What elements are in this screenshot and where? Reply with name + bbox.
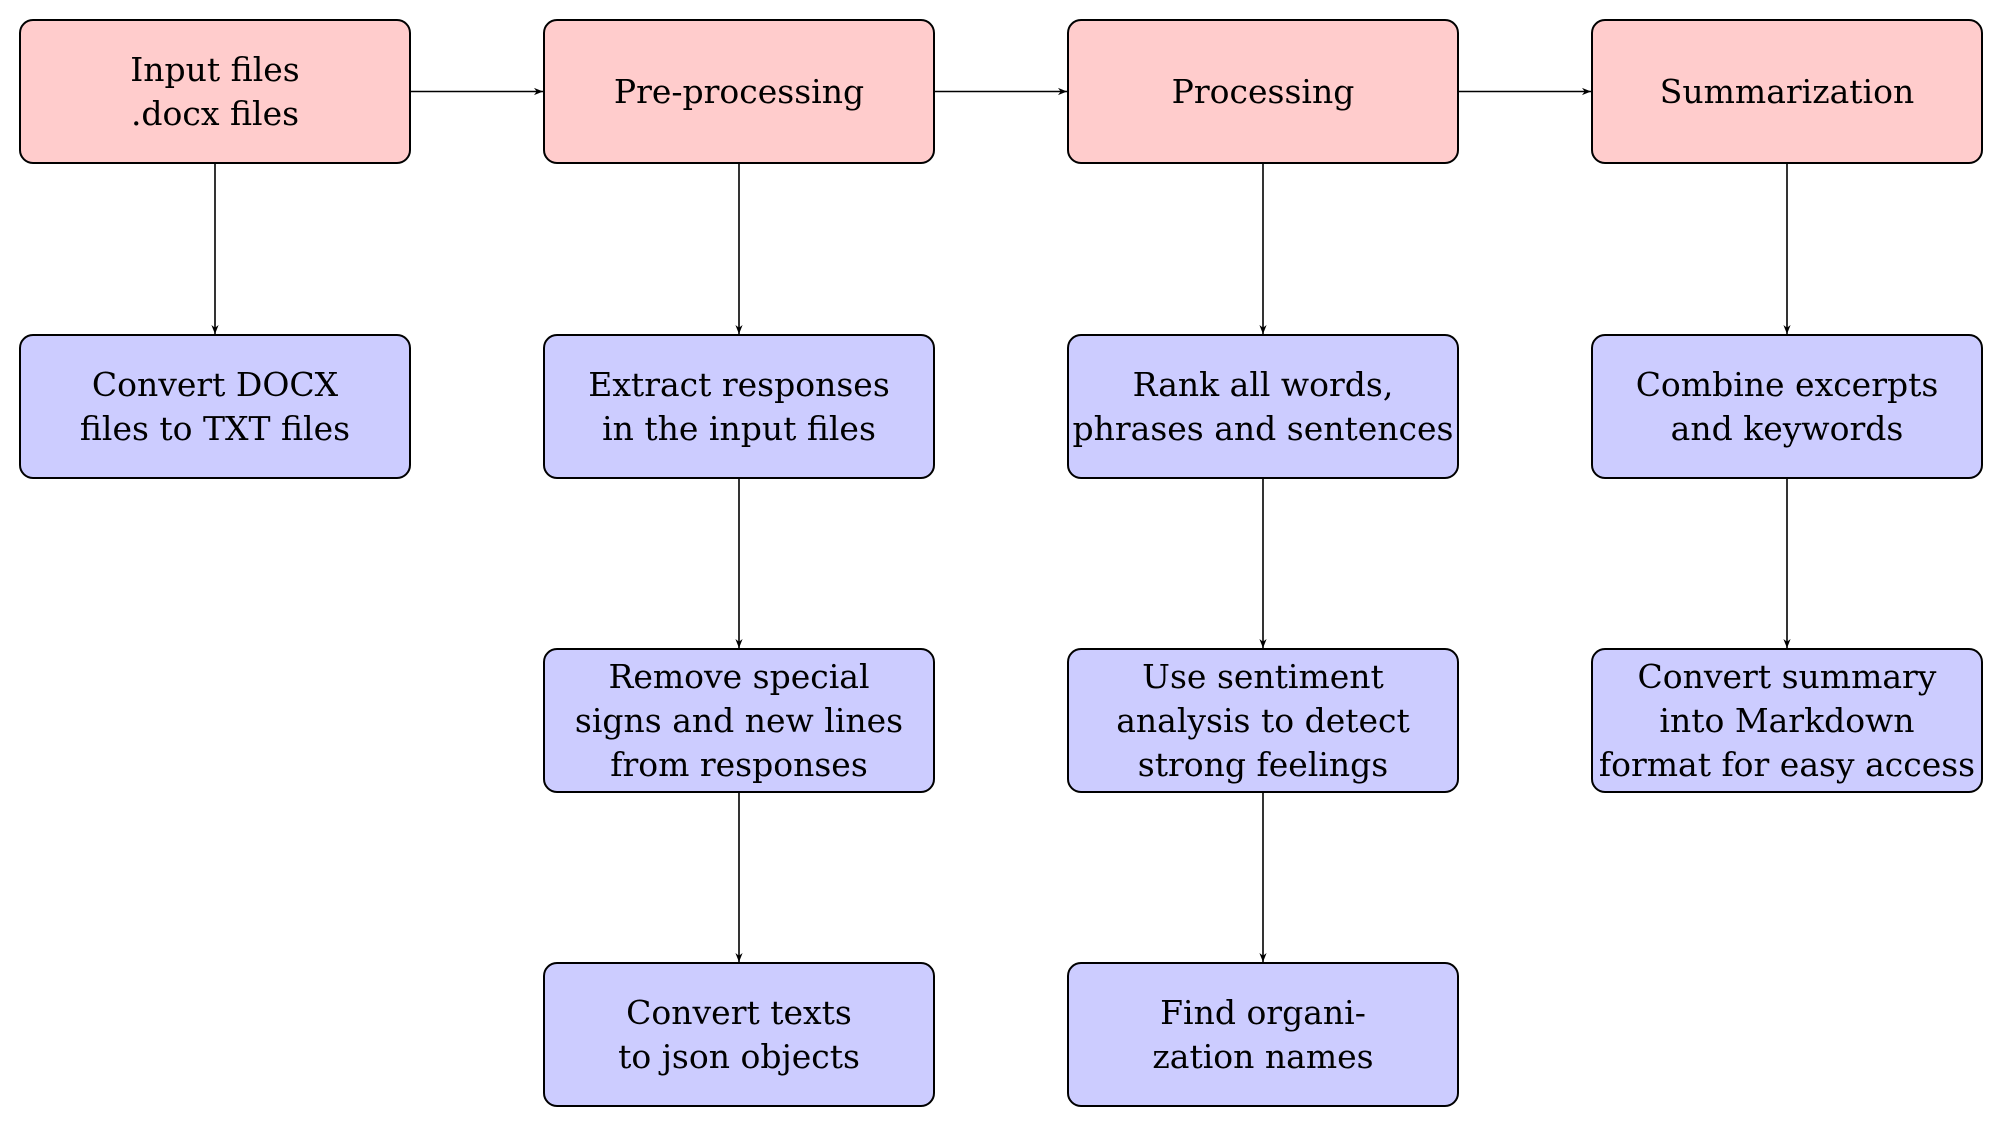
stage-summarization: Summarization — [1591, 19, 1983, 164]
step-convert-markdown: Convert summary into Markdown format for… — [1591, 648, 1983, 793]
step-rank-words-label: Rank all words, phrases and sentences — [1072, 364, 1454, 448]
step-combine-excerpts-label: Combine excerpts and keywords — [1635, 364, 1939, 448]
step-find-organizations-label: Find organi- zation names — [1152, 992, 1374, 1076]
stage-summarization-label: Summarization — [1659, 71, 1915, 111]
step-find-organizations: Find organi- zation names — [1067, 962, 1459, 1107]
stage-pre-processing: Pre-processing — [543, 19, 935, 164]
step-extract-responses: Extract responses in the input files — [543, 334, 935, 479]
step-convert-texts: Convert texts to json objects — [543, 962, 935, 1107]
step-remove-special-signs-label: Remove special signs and new lines from … — [574, 656, 904, 784]
step-remove-special-signs: Remove special signs and new lines from … — [543, 648, 935, 793]
step-combine-excerpts: Combine excerpts and keywords — [1591, 334, 1983, 479]
stage-pre-processing-label: Pre-processing — [613, 71, 865, 111]
stage-input-files: Input files .docx files — [19, 19, 411, 164]
step-convert-docx-label: Convert DOCX files to TXT files — [79, 364, 351, 448]
step-convert-docx: Convert DOCX files to TXT files — [19, 334, 411, 479]
step-sentiment-analysis: Use sentiment analysis to detect strong … — [1067, 648, 1459, 793]
step-convert-texts-label: Convert texts to json objects — [618, 992, 860, 1076]
stage-input-files-label: Input files .docx files — [130, 49, 300, 133]
stage-processing-label: Processing — [1171, 71, 1355, 111]
stage-processing: Processing — [1067, 19, 1459, 164]
step-sentiment-analysis-label: Use sentiment analysis to detect strong … — [1116, 656, 1410, 784]
step-extract-responses-label: Extract responses in the input files — [588, 364, 890, 448]
step-rank-words: Rank all words, phrases and sentences — [1067, 334, 1459, 479]
step-convert-markdown-label: Convert summary into Markdown format for… — [1598, 656, 1976, 784]
